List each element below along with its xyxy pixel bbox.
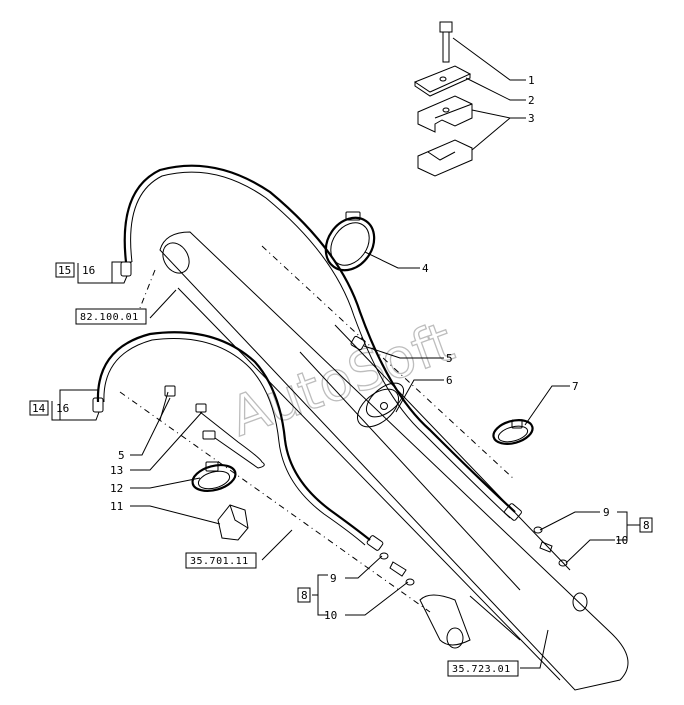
fittings-right — [533, 526, 568, 567]
callout-5-left: 5 — [118, 449, 125, 462]
callout-12: 12 — [110, 482, 123, 495]
callout-8-right-box — [639, 517, 653, 533]
leader-lines — [59, 37, 640, 669]
clamp-parts — [413, 21, 473, 177]
callout-5-right: 5 — [446, 352, 453, 365]
ref-35-723-01: 35.723.01 — [452, 664, 511, 675]
callout-15: 15 — [58, 264, 71, 277]
callout-6: 6 — [446, 374, 453, 387]
callout-10-right: 10 — [615, 534, 628, 547]
ref-82-100-01: 82.100.01 — [80, 312, 139, 323]
ref-35-701-11: 35.701.11 — [190, 556, 249, 567]
callout-15-box — [55, 262, 75, 278]
callout-14: 14 — [32, 402, 46, 415]
callout-8-left-box — [297, 587, 311, 603]
callout-8-right: 8 — [643, 519, 650, 532]
callout-8-left: 8 — [301, 589, 308, 602]
callout-3: 3 — [528, 112, 535, 125]
callout-9-right: 9 — [603, 506, 610, 519]
watermark: AutoSoft — [222, 310, 461, 449]
fittings-left — [379, 552, 415, 586]
ref-box-35-723-01 — [447, 660, 519, 677]
callout-14-box — [29, 400, 49, 416]
callout-11: 11 — [110, 500, 123, 513]
lower-hose — [92, 331, 384, 551]
callout-9-left: 9 — [330, 572, 337, 585]
boom-arm — [119, 231, 629, 691]
callout-10-left: 10 — [324, 609, 337, 622]
bracket-11 — [217, 504, 249, 541]
callout-16-upper: 16 — [82, 264, 95, 277]
callout-1: 1 — [528, 74, 535, 87]
upper-hose — [120, 164, 522, 521]
callout-16-lower: 16 — [56, 402, 69, 415]
cylinder — [299, 324, 571, 591]
hose-clamp-7 — [492, 419, 534, 445]
ref-box-82-100-01 — [75, 308, 147, 325]
callout-13: 13 — [110, 464, 123, 477]
callout-4: 4 — [422, 262, 429, 275]
hose-clamp-12 — [191, 461, 237, 493]
callout-7: 7 — [572, 380, 579, 393]
callout-2: 2 — [528, 94, 535, 107]
ref-box-35-701-11 — [185, 552, 257, 569]
hose-clamp-4 — [324, 211, 376, 272]
